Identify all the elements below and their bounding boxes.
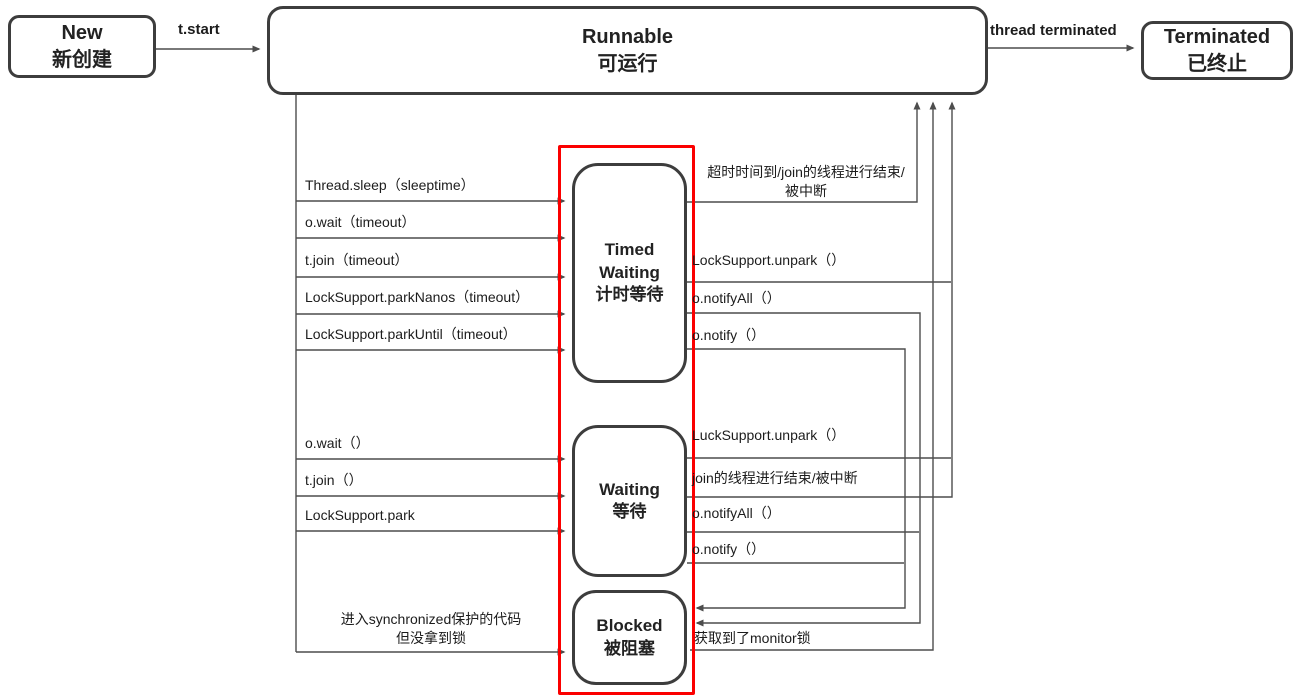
edge-label-timed-notifyall: o.notifyAll（）	[692, 290, 781, 306]
node-timed-waiting: Timed Waiting 计时等待	[572, 163, 687, 383]
edge-timed-timeout-return	[687, 101, 921, 203]
node-runnable-label-en: Runnable	[581, 26, 674, 49]
node-timed-waiting-label-en1: Timed	[604, 240, 655, 260]
node-terminated-label-zh: 已终止	[1187, 52, 1247, 75]
edge-label-tjoin: t.join（）	[305, 472, 363, 488]
edge-label-lockpark: LockSupport.park	[305, 507, 415, 523]
node-new: New 新创建	[8, 15, 156, 78]
edge-label-thread-sleep: Thread.sleep（sleeptime）	[305, 177, 475, 193]
edge-label-parkuntil: LockSupport.parkUntil（timeout）	[305, 326, 517, 342]
node-terminated: Terminated 已终止	[1141, 21, 1293, 80]
edge-timed-notifyall-to-blocked	[687, 312, 921, 627]
edge-label-timed-unpark: LockSupport.unpark（）	[692, 252, 846, 268]
blocking-states-frame	[558, 145, 695, 695]
edge-label-owait-timeout: o.wait（timeout）	[305, 214, 416, 230]
edge-label-synchronized-line2: 但没拿到锁	[396, 630, 466, 646]
node-timed-waiting-label-zh: 计时等待	[595, 285, 664, 305]
edge-label-synchronized: 进入synchronized保护的代码 但没拿到锁	[300, 610, 562, 648]
edge-label-timed-notify: o.notify（）	[692, 327, 766, 343]
node-blocked-label-en: Blocked	[596, 616, 663, 636]
node-waiting: Waiting 等待	[572, 425, 687, 577]
edge-label-parknanos: LockSupport.parkNanos（timeout）	[305, 289, 530, 305]
node-blocked: Blocked 被阻塞	[572, 590, 687, 685]
edge-label-timed-timeout-line1: 超时时间到/join的线程进行结束/	[707, 164, 905, 180]
node-waiting-label-zh: 等待	[612, 502, 647, 521]
edge-label-waiting-unpark: LuckSupport.unpark（）	[692, 427, 846, 443]
edge-label-timed-timeout-line2: 被中断	[785, 183, 827, 199]
edge-label-waiting-join-end: join的线程进行结束/被中断	[692, 470, 858, 486]
edge-label-synchronized-line1: 进入synchronized保护的代码	[340, 611, 522, 627]
node-terminated-label-en: Terminated	[1163, 26, 1271, 49]
edge-blocked-monitor-return	[690, 101, 937, 651]
node-timed-waiting-label-en2: Waiting	[599, 262, 660, 282]
edge-label-owait: o.wait（）	[305, 435, 370, 451]
edge-label-tjoin-timeout: t.join（timeout）	[305, 252, 409, 268]
edge-label-waiting-notify: o.notify（）	[692, 541, 766, 557]
edge-label-blocked-monitor: 获取到了monitor锁	[694, 630, 811, 646]
edge-timed-notify-to-blocked	[687, 348, 906, 612]
node-waiting-label-en: Waiting	[599, 479, 660, 499]
node-new-label-zh: 新创建	[52, 48, 112, 71]
node-runnable-label-zh: 可运行	[597, 52, 658, 75]
edge-waiting-join-return	[687, 101, 956, 498]
node-new-label-en: New	[61, 22, 103, 45]
edge-label-thread-terminated: thread terminated	[990, 22, 1117, 39]
node-blocked-label-zh: 被阻塞	[604, 638, 655, 658]
edge-label-timed-timeout: 超时时间到/join的线程进行结束/ 被中断	[690, 163, 922, 201]
edge-label-waiting-notifyall: o.notifyAll（）	[692, 505, 781, 521]
edge-label-t-start: t.start	[178, 21, 220, 38]
node-runnable: Runnable 可运行	[267, 6, 988, 95]
